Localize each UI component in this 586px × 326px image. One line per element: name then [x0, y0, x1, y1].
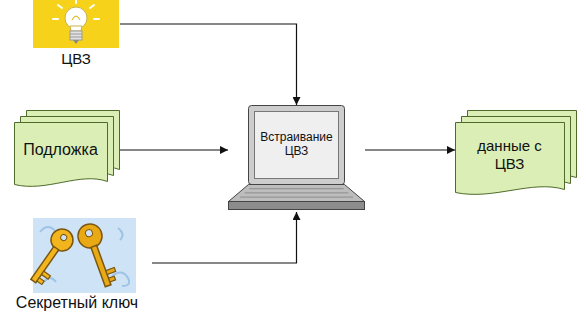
keyboard-base — [229, 185, 365, 202]
flow-arrow — [365, 149, 455, 150]
key-icon-box: Секретный ключ — [2, 216, 152, 322]
laptop-process: Встраивание ЦВЗ — [228, 105, 365, 212]
document-stack: данные с ЦВЗ — [455, 110, 577, 196]
lightbulb-icon — [33, 0, 119, 48]
icon-caption: Секретный ключ — [16, 294, 138, 312]
text-holder: ЦВЗ — [32, 50, 120, 68]
text-holder: Подложка — [18, 124, 103, 177]
watermark-icon-box: ЦВЗ — [32, 0, 120, 68]
document-stack: Подложка — [14, 110, 120, 188]
laptop-outline — [228, 105, 365, 212]
key-row — [240, 197, 353, 198]
screen — [255, 112, 339, 179]
flow-arrow — [120, 149, 228, 150]
document-label: Подложка — [23, 141, 98, 159]
flow-arrow — [152, 212, 297, 263]
screen-frame — [249, 106, 345, 185]
key-row — [249, 188, 343, 189]
document-page — [15, 123, 108, 187]
laptop-bottom — [229, 202, 365, 210]
text-holder: данные с ЦВЗ — [467, 124, 553, 185]
key-icon — [24, 218, 136, 293]
document-label: данные с ЦВЗ — [467, 137, 553, 172]
flow-arrow — [120, 24, 297, 105]
text-holder: Секретный ключ — [2, 294, 152, 322]
text-holder: Встраивание ЦВЗ — [256, 113, 337, 176]
document-page — [456, 123, 565, 195]
process-label: Встраивание ЦВЗ — [256, 131, 337, 159]
icon-caption: ЦВЗ — [61, 50, 91, 67]
key-row — [245, 192, 349, 193]
